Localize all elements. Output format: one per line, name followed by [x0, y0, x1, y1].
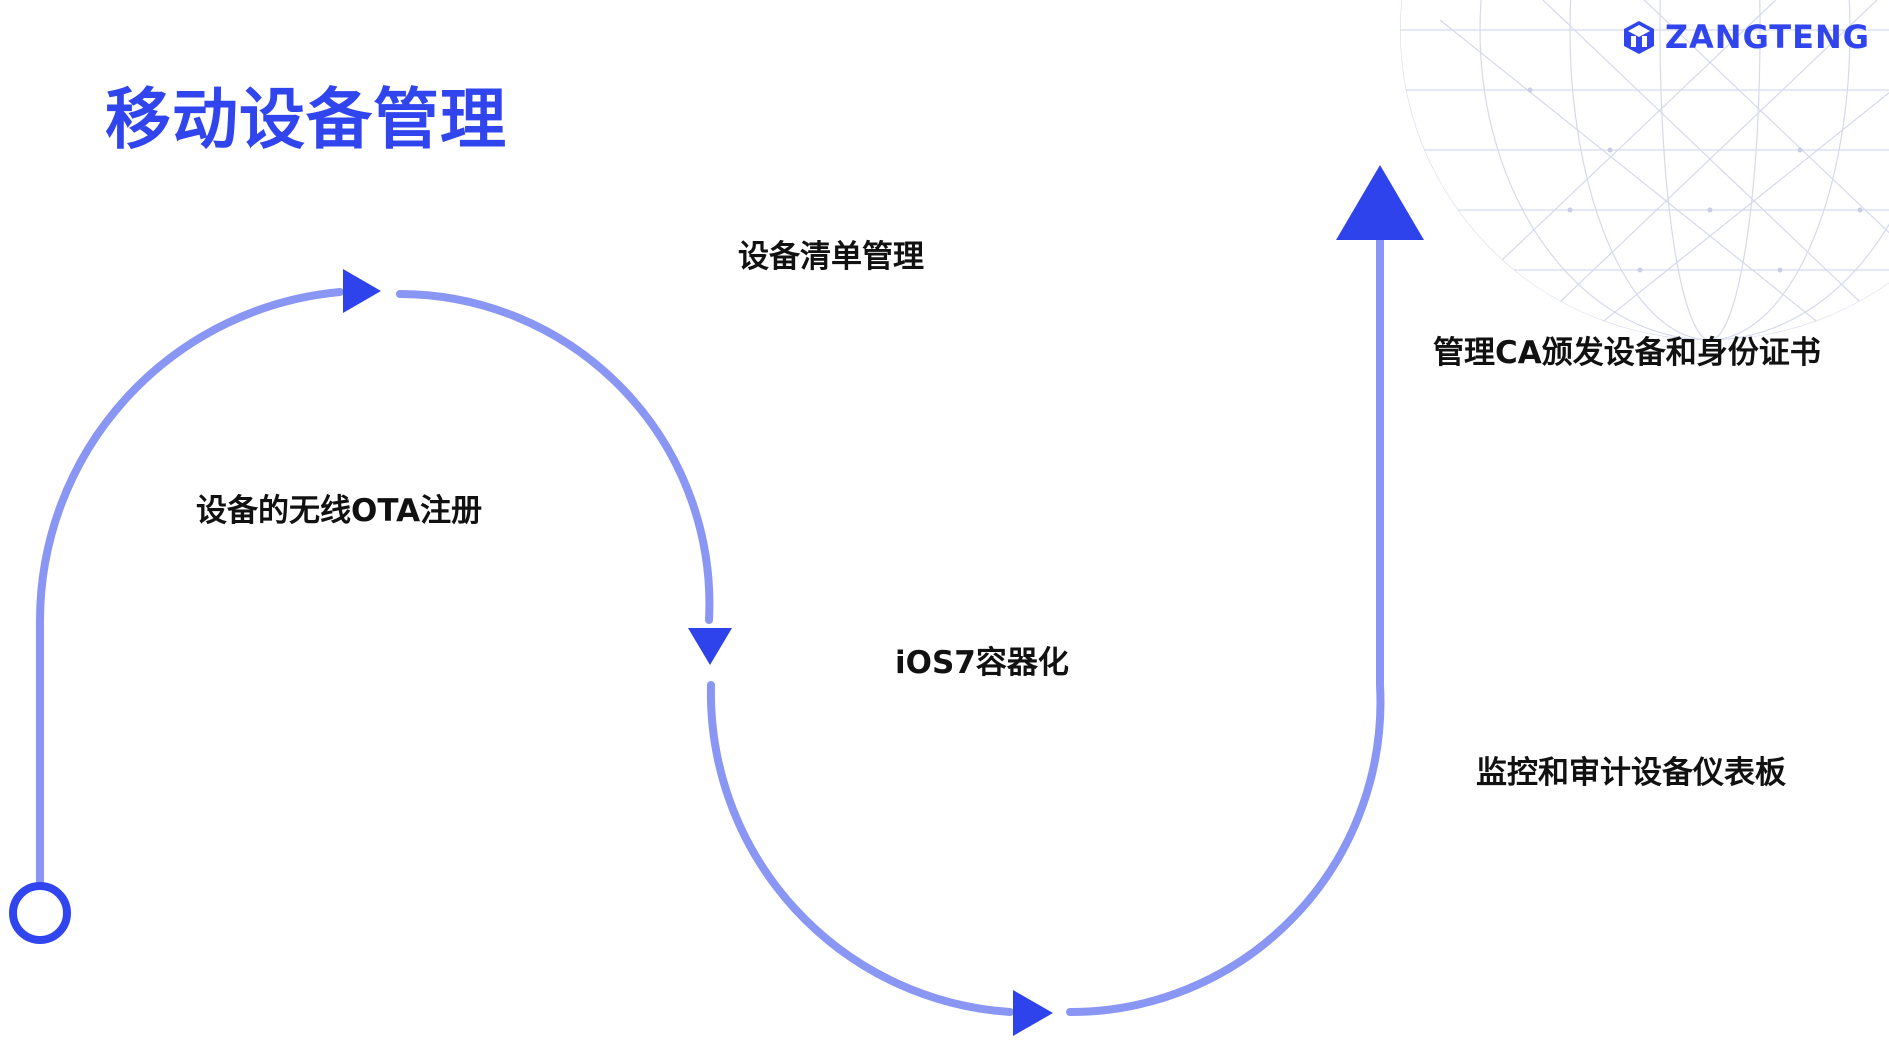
brand-name: ZANGTENG: [1664, 18, 1870, 56]
path-segment-bottom-arc: [706, 681, 1014, 1016]
arrow-down-middle: [688, 628, 732, 665]
step-label-ota-registration: 设备的无线OTA注册: [196, 493, 483, 529]
start-node-circle: [9, 882, 71, 944]
brand-logo: ZANGTENG: [1621, 18, 1870, 56]
path-segment-top-arc: [396, 290, 714, 624]
step-label-inventory-management: 设备清单管理: [738, 239, 924, 275]
arrow-up-end: [1336, 165, 1424, 240]
path-segment-rise-left: [36, 288, 344, 889]
arrow-right-top: [343, 269, 381, 313]
zangteng-cube-logo-icon: [1623, 21, 1654, 54]
step-label-monitoring-dashboard: 监控和审计设备仪表板: [1476, 755, 1786, 791]
arrow-right-bottom: [1013, 990, 1053, 1036]
step-label-ca-certificates: 管理CA颁发设备和身份证书: [1433, 335, 1821, 371]
page-title: 移动设备管理: [105, 81, 507, 158]
step-label-ios7-containerization: iOS7容器化: [895, 645, 1069, 681]
path-segment-right-rise: [1066, 236, 1385, 1017]
